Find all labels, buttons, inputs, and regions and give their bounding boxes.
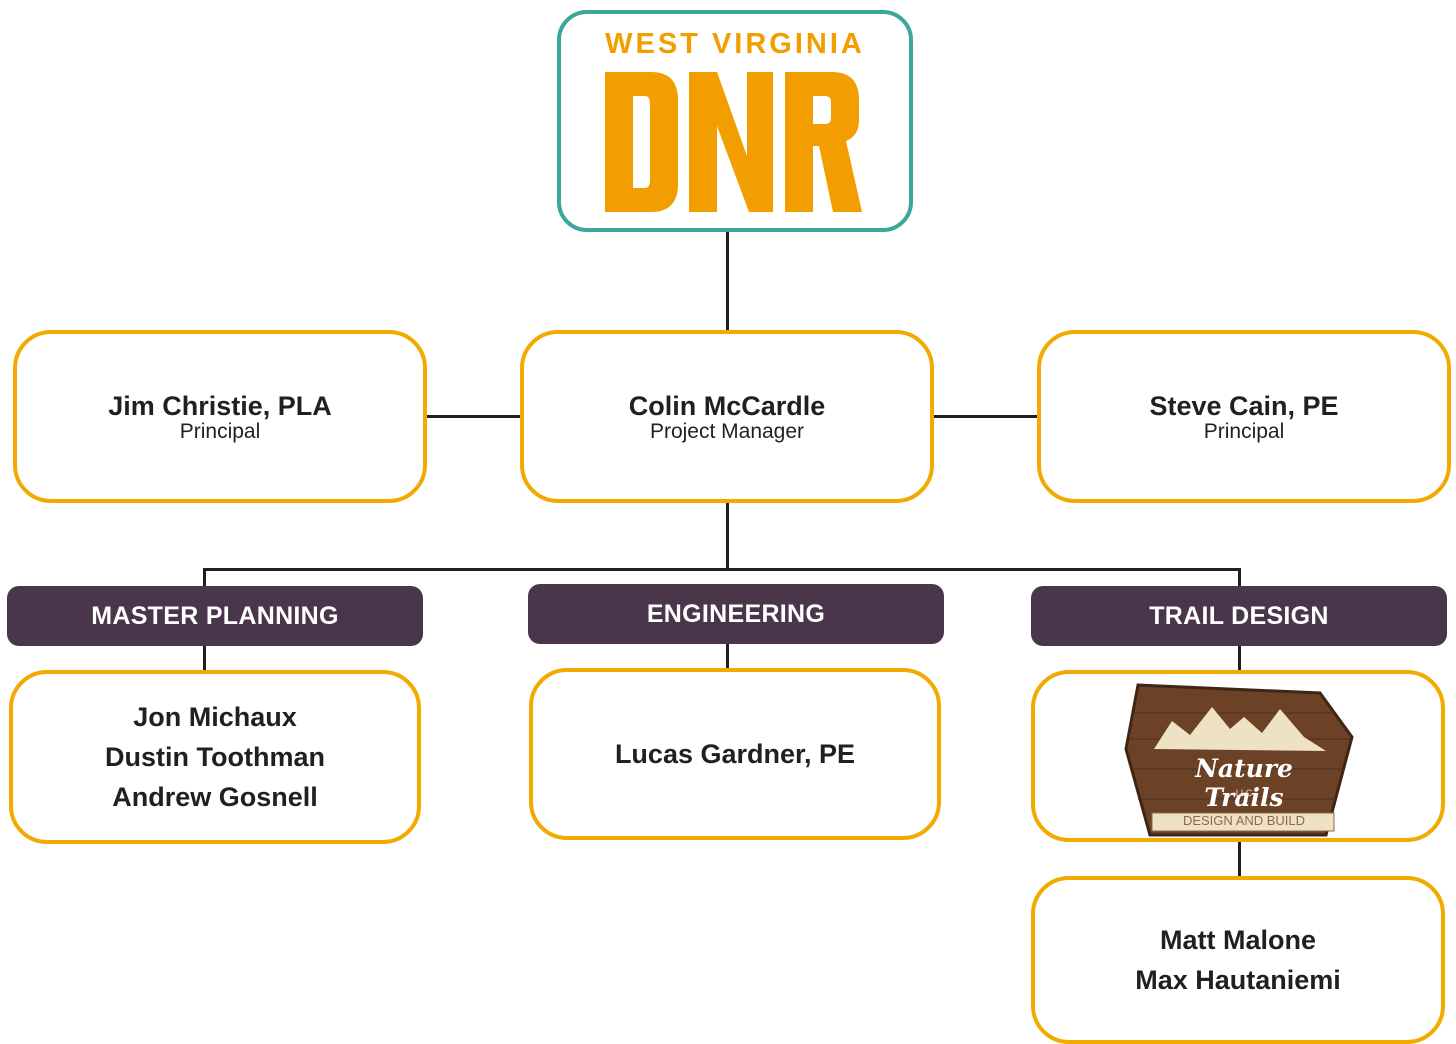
principal-left-name: Jim Christie, PLA xyxy=(108,390,332,421)
trail-design-team-card: Matt Malone Max Hautaniemi xyxy=(1031,876,1445,1044)
nature-trails-logo-card: Nature Trails LLC DESIGN AND BUILD xyxy=(1031,670,1445,842)
connector-trail-design-team xyxy=(1238,840,1241,878)
dnr-letters xyxy=(605,72,862,212)
team-member: Lucas Gardner, PE xyxy=(614,739,856,769)
project-manager-name: Colin McCardle xyxy=(628,390,826,421)
connector-horizontal-bus xyxy=(203,568,1241,571)
connector-bus-trail-design xyxy=(1238,568,1241,588)
principal-right-name: Steve Cain, PE xyxy=(1149,390,1339,421)
connector-logo-to-pm xyxy=(726,230,729,332)
connector-bus-master-planning xyxy=(203,568,206,588)
logo-top-text: WEST VIRGINIA xyxy=(605,28,865,60)
project-manager-role: Project Manager xyxy=(649,419,805,443)
dept-header-engineering: ENGINEERING xyxy=(528,584,944,644)
team-member: Dustin Toothman xyxy=(105,742,325,772)
team-member: Max Hautaniemi xyxy=(1135,965,1341,995)
team-member: Andrew Gosnell xyxy=(112,782,318,812)
nature-trails-logo xyxy=(1124,683,1354,837)
nature-trails-tagline: DESIGN AND BUILD xyxy=(1182,813,1306,828)
principal-right-card: Steve Cain, PE Principal xyxy=(1037,330,1451,503)
principal-left-role: Principal xyxy=(179,419,261,443)
team-member: Matt Malone xyxy=(1159,925,1316,955)
team-member: Jon Michaux xyxy=(133,702,297,732)
engineering-team-card: Lucas Gardner, PE xyxy=(529,668,941,840)
connector-right-principal xyxy=(932,415,1039,418)
master-planning-team-card: Jon Michaux Dustin Toothman Andrew Gosne… xyxy=(9,670,421,844)
nature-trails-title: Nature Trails xyxy=(1195,754,1293,812)
wv-dnr-logo: WEST VIRGINIA xyxy=(557,10,913,232)
principal-left-card: Jim Christie, PLA Principal xyxy=(13,330,427,503)
project-manager-card: Colin McCardle Project Manager xyxy=(520,330,934,503)
dept-header-master-planning: MASTER PLANNING xyxy=(7,586,423,646)
dept-header-trail-design: TRAIL DESIGN xyxy=(1031,586,1447,646)
connector-master-planning-team xyxy=(203,644,206,672)
connector-left-principal xyxy=(425,415,522,418)
nature-trails-suffix: LLC xyxy=(1235,788,1253,798)
principal-right-role: Principal xyxy=(1203,419,1285,443)
connector-pm-down xyxy=(726,500,729,570)
connector-engineering-team xyxy=(726,642,729,670)
connector-trail-design-logo xyxy=(1238,644,1241,672)
